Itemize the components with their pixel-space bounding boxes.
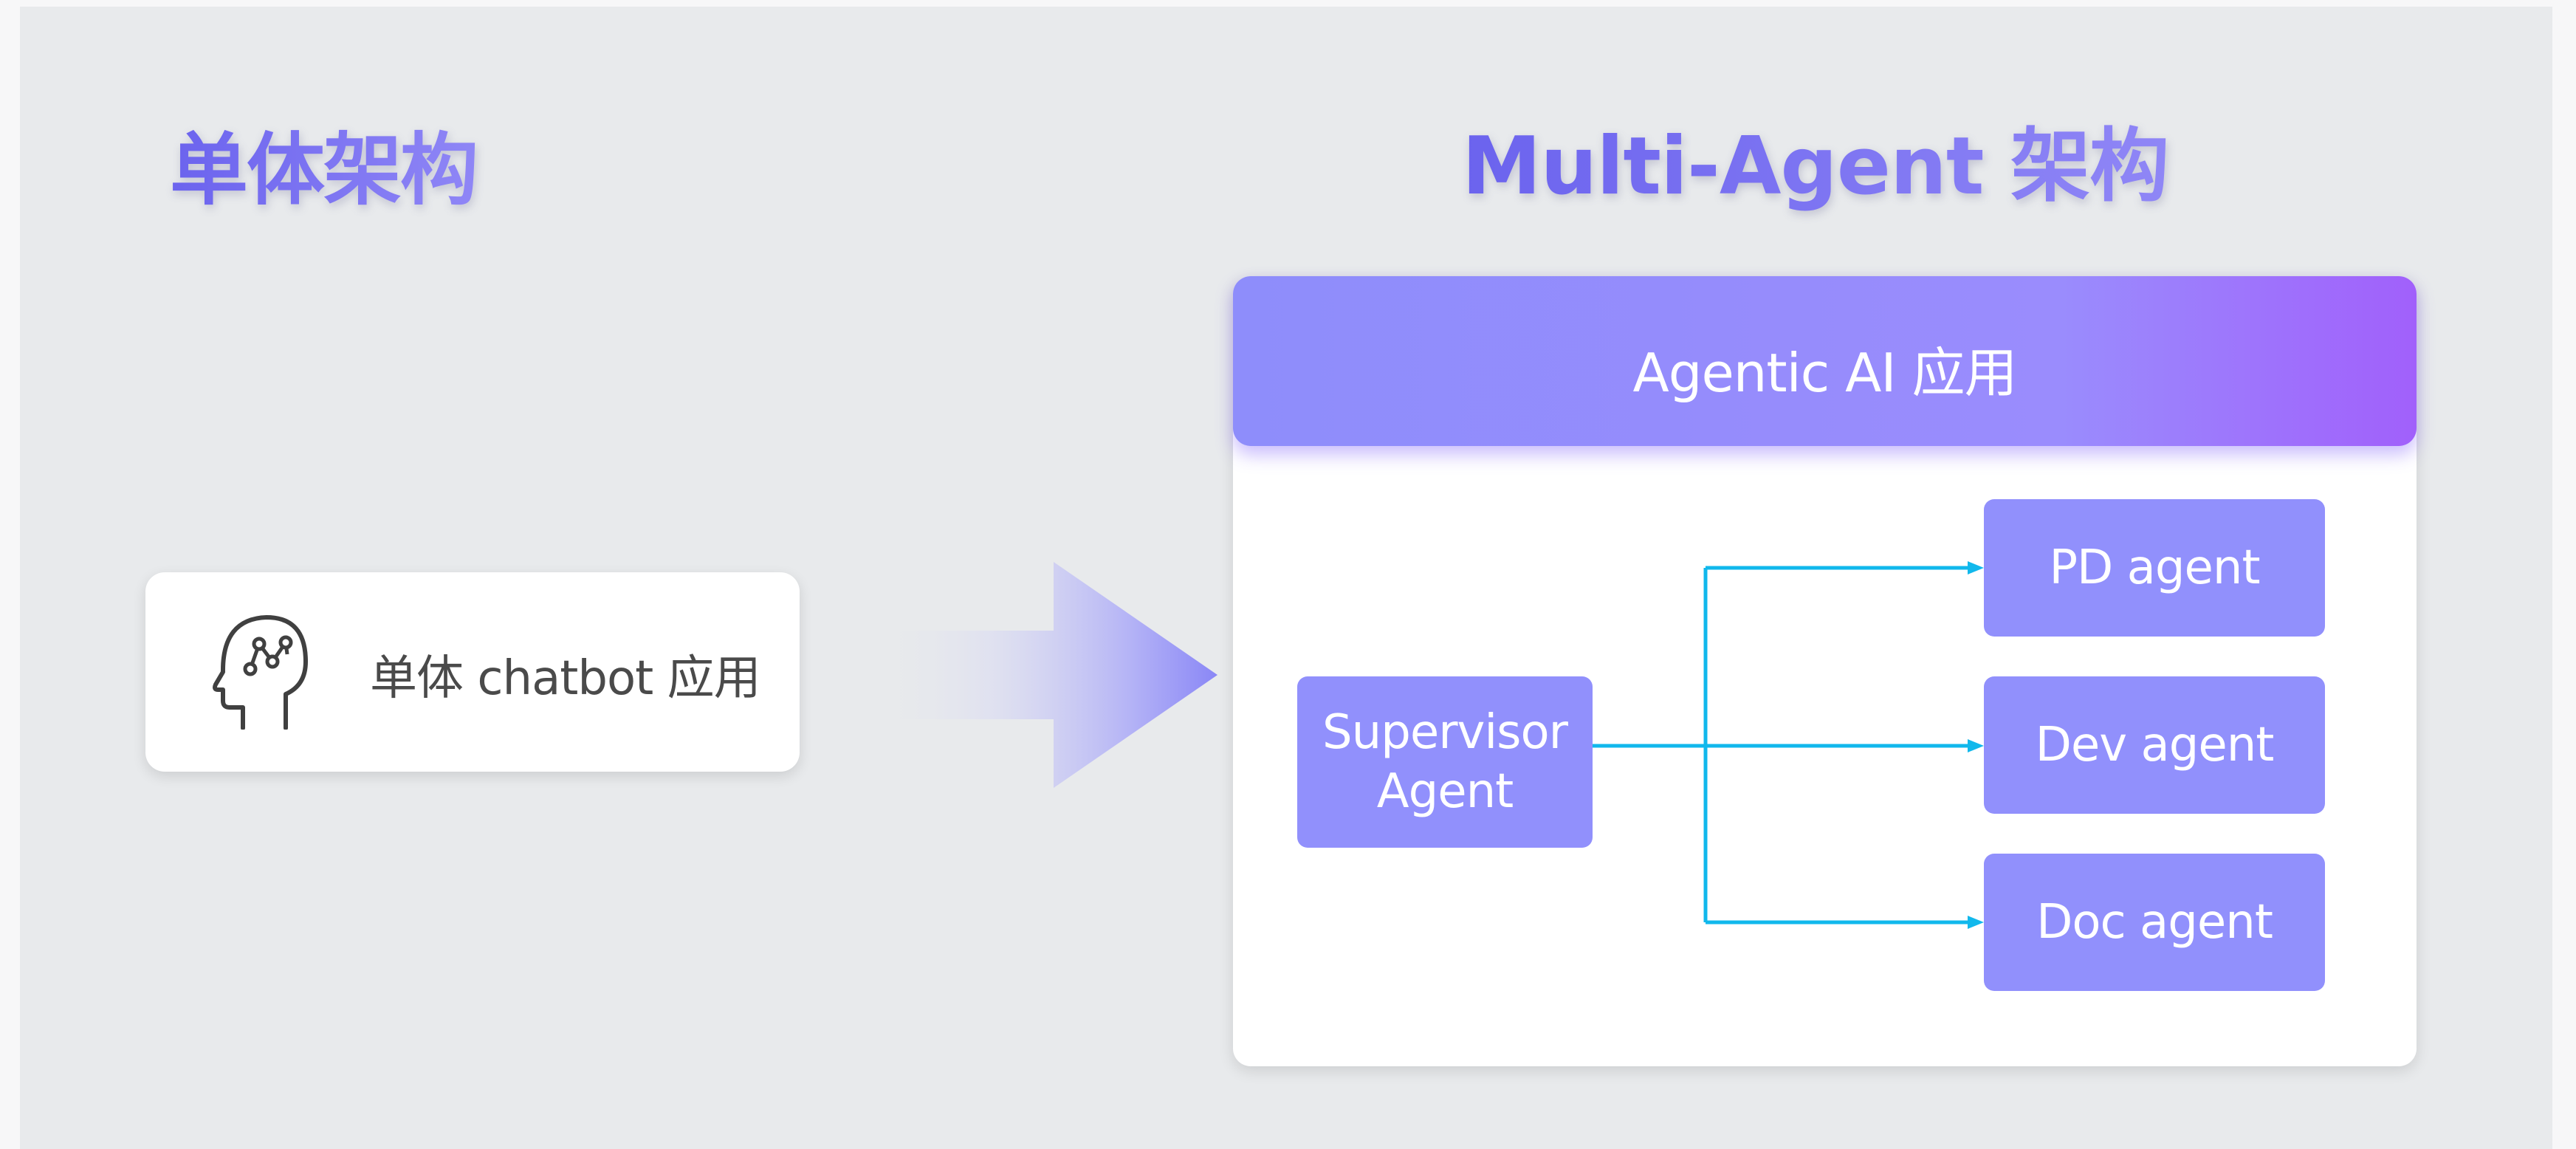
diagram-canvas: 单体架构 Multi-Agent 架构 单体 chatbot 应用 Agenti… <box>20 7 2552 1149</box>
doc-agent-box: Doc agent <box>1984 854 2325 991</box>
supervisor-connector <box>1593 561 1984 929</box>
monolith-heading: 单体架构 <box>170 106 478 220</box>
pd-agent-label: PD agent <box>2049 541 2260 595</box>
monolith-chatbot-label: 单体 chatbot 应用 <box>370 651 761 706</box>
supervisor-agent-line2: Agent <box>1376 764 1514 819</box>
agentic-ai-app-header: Agentic AI 应用 <box>1233 276 2417 446</box>
dev-agent-label: Dev agent <box>2035 718 2275 772</box>
doc-agent-label: Doc agent <box>2036 895 2273 950</box>
right-arrow-icon <box>869 562 1217 788</box>
supervisor-agent-box: Supervisor Agent <box>1297 676 1593 848</box>
dev-agent-arrowhead <box>1968 739 1984 752</box>
dev-agent-box: Dev agent <box>1984 676 2325 814</box>
supervisor-agent-line1: Supervisor <box>1322 705 1568 760</box>
pd-agent-arrowhead <box>1968 561 1984 574</box>
monolith-chatbot-card: 单体 chatbot 应用 <box>145 572 800 772</box>
head-network-icon <box>213 615 308 730</box>
multi-agent-heading: Multi-Agent 架构 <box>1462 102 2169 217</box>
agentic-ai-app-panel: Agentic AI 应用 Supervisor Agent PD agent … <box>1233 276 2417 1066</box>
agentic-ai-app-title: Agentic AI 应用 <box>1632 342 2018 404</box>
doc-agent-arrowhead <box>1968 916 1984 929</box>
pd-agent-box: PD agent <box>1984 499 2325 637</box>
